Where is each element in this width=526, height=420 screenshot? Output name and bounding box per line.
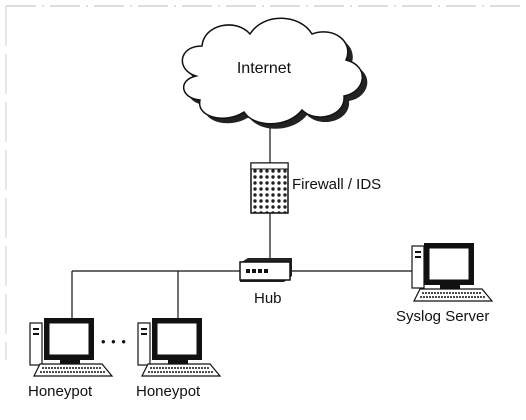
firewall-icon	[250, 162, 289, 214]
ellipsis-marker: • • •	[101, 334, 127, 349]
hub-icon	[239, 258, 292, 282]
honeypot-label-2: Honeypot	[136, 383, 201, 400]
cloud-label: Internet	[237, 60, 292, 77]
cloud-icon: Internet	[181, 17, 368, 129]
firewall-label: Firewall / IDS	[292, 176, 382, 193]
computer-icon	[29, 318, 114, 377]
hub-label: Hub	[254, 290, 282, 307]
computer-icon	[411, 243, 494, 302]
honeypot-label-1: Honeypot	[28, 383, 93, 400]
computer-icon	[137, 318, 222, 377]
syslog-server-label: Syslog Server	[396, 308, 490, 325]
